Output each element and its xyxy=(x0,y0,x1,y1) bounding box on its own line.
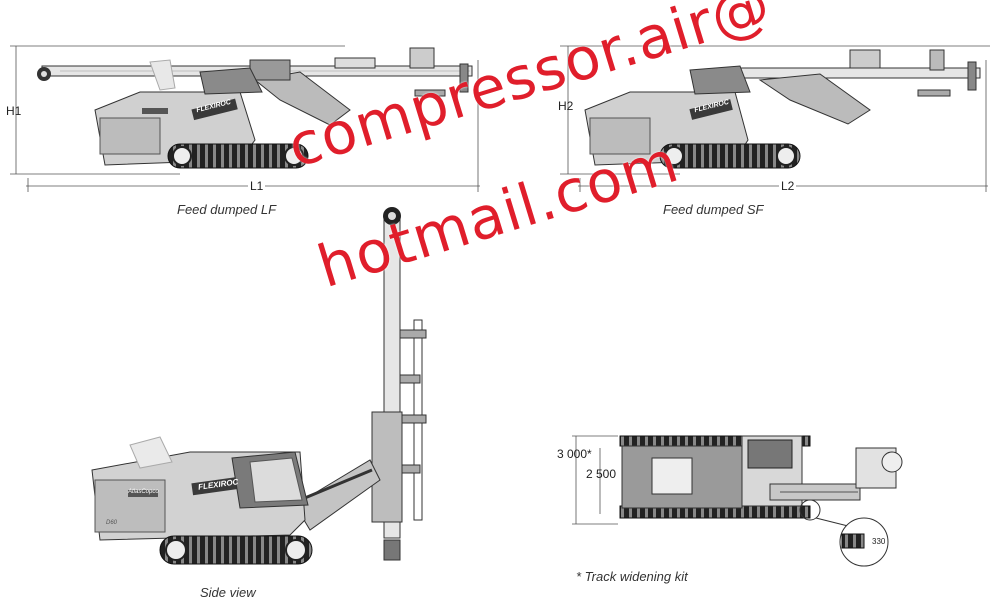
brand-label-side: AtlasCopco xyxy=(128,489,159,495)
dim-label-l2: L2 xyxy=(779,179,797,193)
caption-feed-dumped-sf: Feed dumped SF xyxy=(663,202,764,217)
dim-label-l1: L1 xyxy=(248,179,266,193)
caption-side-view: Side view xyxy=(200,585,256,600)
dim-label-h1: H1 xyxy=(6,104,22,118)
view-side xyxy=(91,207,427,565)
caption-track-widening-kit: * Track widening kit xyxy=(576,569,688,584)
view-feed-dumped-lf xyxy=(10,45,480,192)
series-label-side: D60 xyxy=(106,520,118,526)
dim-label-h2: H2 xyxy=(558,99,574,113)
view-top xyxy=(572,435,903,567)
caption-feed-dumped-lf: Feed dumped LF xyxy=(177,202,277,217)
view-feed-dumped-sf xyxy=(560,45,990,192)
detail-value-label: 330 xyxy=(872,537,886,546)
dim-label-width-extended: 3 000* xyxy=(557,447,592,461)
dim-label-width-standard: 2 500 xyxy=(586,467,617,481)
